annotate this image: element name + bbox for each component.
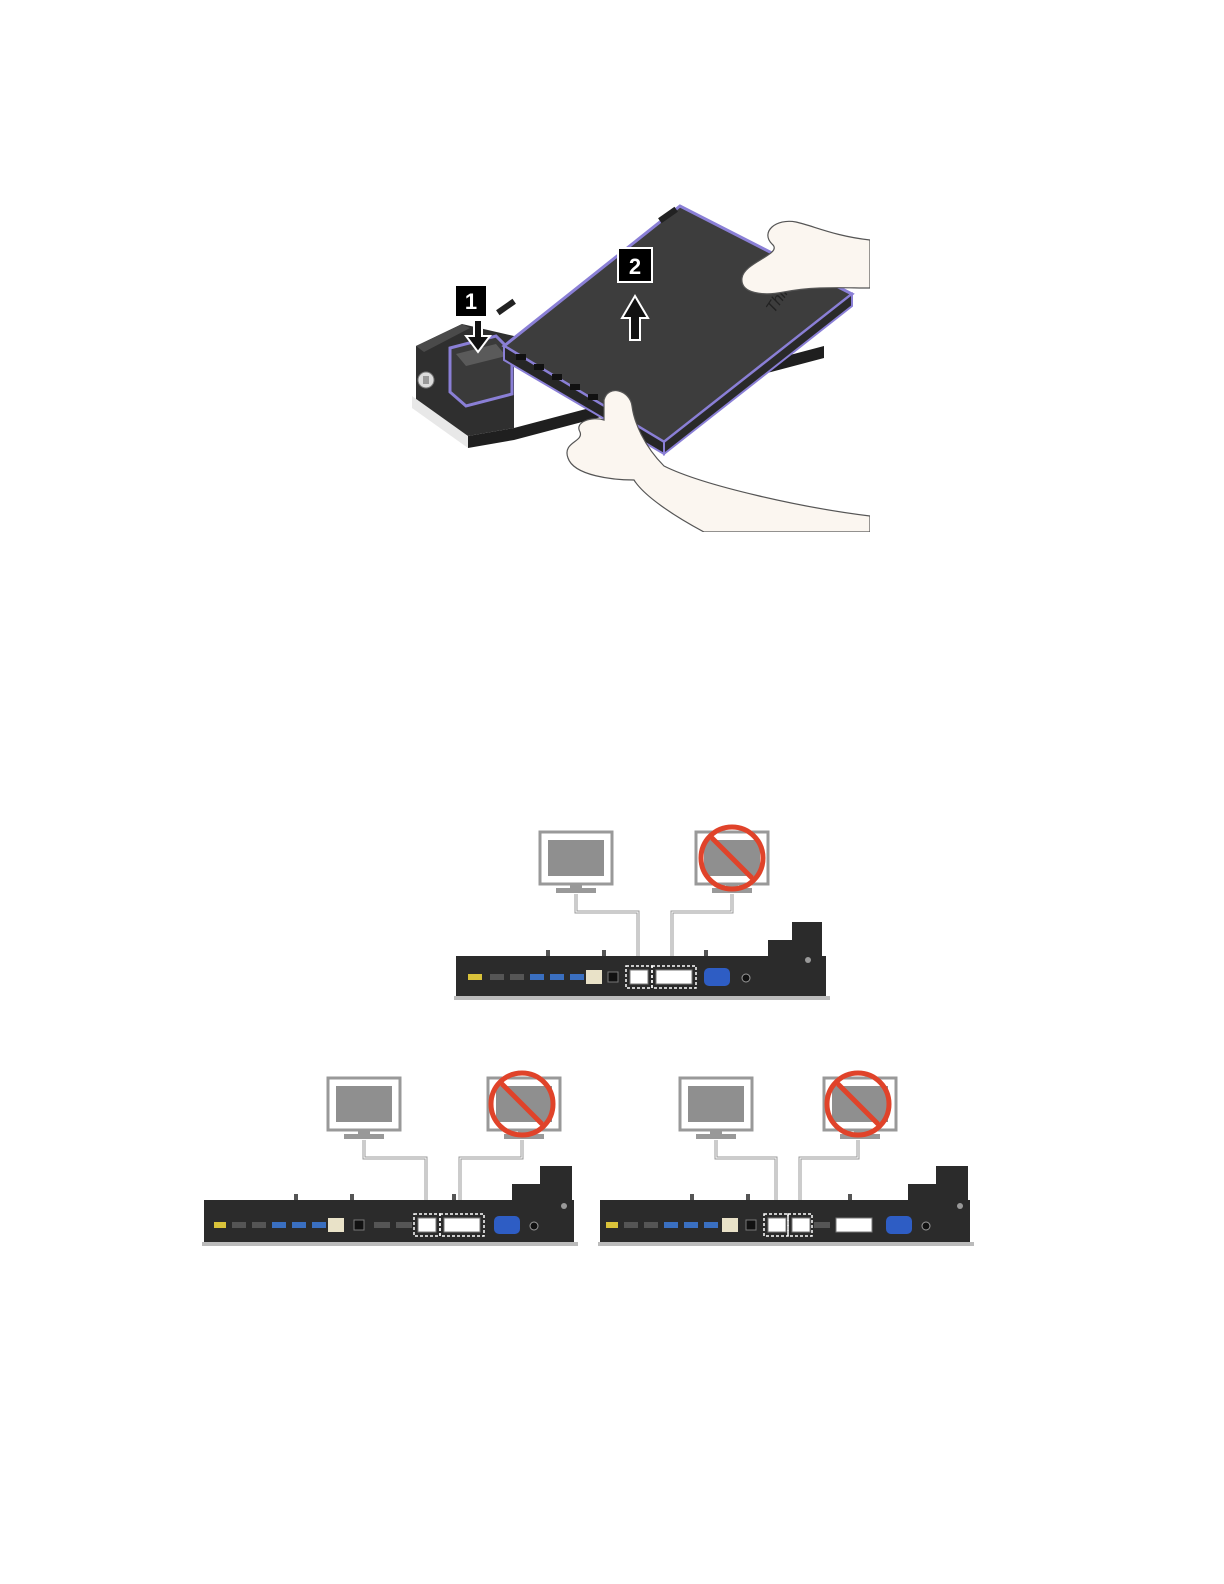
key-lock-icon	[418, 372, 434, 388]
step-1-label: 1	[465, 289, 477, 314]
undock-illustration: ThinkPad 1 2	[404, 196, 870, 532]
step-1-badge: 1	[456, 286, 486, 316]
monitor-diagram-bottom-right	[596, 1066, 976, 1248]
docking-station-rear	[598, 1166, 974, 1246]
step-2-badge: 2	[618, 248, 652, 282]
monitor-icon	[680, 1078, 752, 1139]
prohibited-monitor-icon	[488, 1073, 560, 1139]
prohibited-monitor-icon	[696, 827, 768, 893]
step-2-label: 2	[629, 254, 641, 279]
monitor-diagram-bottom-left	[200, 1066, 580, 1248]
monitor-icon	[540, 832, 612, 893]
monitor-icon	[328, 1078, 400, 1139]
monitor-diagram-top	[452, 820, 832, 1002]
docking-station-rear	[202, 1166, 578, 1246]
prohibited-monitor-icon	[824, 1073, 896, 1139]
